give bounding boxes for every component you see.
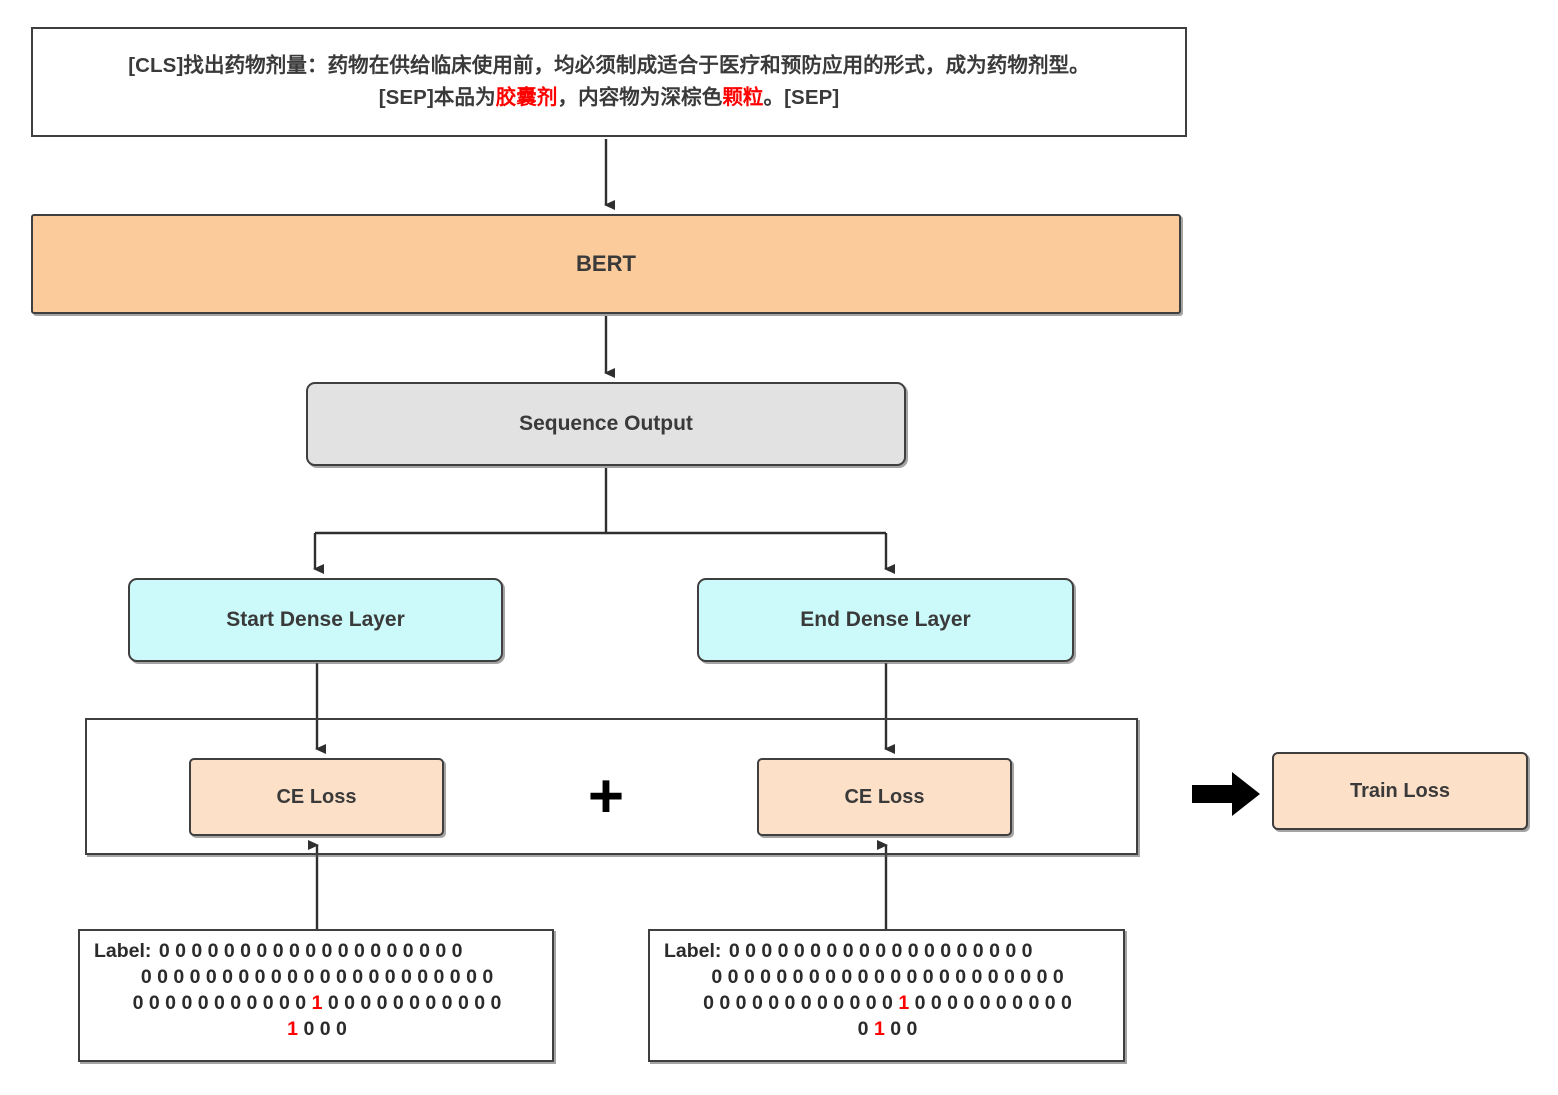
sequence-output-box: Sequence Output — [306, 382, 906, 466]
end-label-hit-1: 1 — [898, 991, 910, 1014]
input-line-2: [SEP]本品为胶囊剂，内容物为深棕色颗粒。[SEP] — [378, 86, 840, 109]
plus-operator: + — [575, 760, 637, 834]
thick-right-arrow-icon — [1192, 772, 1260, 816]
input-line-1: [CLS]找出药物剂量：药物在供给临床使用前，均必须制成适合于医疗和预防应用的形… — [128, 54, 1090, 78]
start-label-row-4: 1 0 0 0 — [287, 1017, 347, 1040]
start-ce-loss-box: CE Loss — [189, 758, 444, 836]
start-label-hit-1: 1 — [311, 991, 323, 1014]
end-ce-loss-box: CE Loss — [757, 758, 1012, 836]
answer-highlight-capsule: 胶囊剂 — [495, 86, 558, 109]
end-label-row-3: 0 0 0 0 0 0 0 0 0 0 0 0 1 0 0 0 0 0 0 0 … — [703, 991, 1072, 1014]
input-sentence-box: [CLS]找出药物剂量：药物在供给临床使用前，均必须制成适合于医疗和预防应用的形… — [31, 27, 1187, 137]
start-label-row-2: 0 0 0 0 0 0 0 0 0 0 0 0 0 0 0 0 0 0 0 0 … — [140, 965, 494, 988]
train-loss-box: Train Loss — [1272, 752, 1528, 830]
end-ce-loss-label: CE Loss — [844, 785, 925, 808]
train-loss-label: Train Loss — [1349, 779, 1451, 802]
bert-encoder-box: BERT — [31, 214, 1181, 314]
sequence-output-label: Sequence Output — [519, 412, 693, 435]
end-label-row-4: 0 1 0 0 — [857, 1017, 918, 1040]
start-label-row-3: 0 0 0 0 0 0 0 0 0 0 0 1 0 0 0 0 0 0 0 0 … — [132, 991, 502, 1014]
end-dense-layer-box: End Dense Layer — [697, 578, 1074, 662]
end-label-vector-box: Label: 0 0 0 0 0 0 0 0 0 0 0 0 0 0 0 0 0… — [648, 929, 1125, 1062]
start-label-hit-2: 1 — [287, 1017, 299, 1040]
start-dense-layer-label: Start Dense Layer — [226, 608, 405, 631]
end-dense-layer-label: End Dense Layer — [800, 608, 971, 631]
start-dense-layer-box: Start Dense Layer — [128, 578, 503, 662]
answer-highlight-granule: 颗粒 — [722, 86, 764, 109]
end-label-row-1: Label: 0 0 0 0 0 0 0 0 0 0 0 0 0 0 0 0 0… — [664, 940, 1033, 962]
bert-label: BERT — [576, 251, 636, 276]
end-label-hit-2: 1 — [873, 1017, 885, 1040]
start-ce-loss-label: CE Loss — [276, 785, 357, 808]
start-label-row-1: Label: 0 0 0 0 0 0 0 0 0 0 0 0 0 0 0 0 0… — [94, 940, 463, 962]
plus-symbol: + — [587, 762, 625, 831]
loss-group-container — [85, 718, 1138, 855]
end-label-row-2: 0 0 0 0 0 0 0 0 0 0 0 0 0 0 0 0 0 0 0 0 … — [711, 965, 1064, 988]
start-label-vector-box: Label: 0 0 0 0 0 0 0 0 0 0 0 0 0 0 0 0 0… — [78, 929, 554, 1062]
